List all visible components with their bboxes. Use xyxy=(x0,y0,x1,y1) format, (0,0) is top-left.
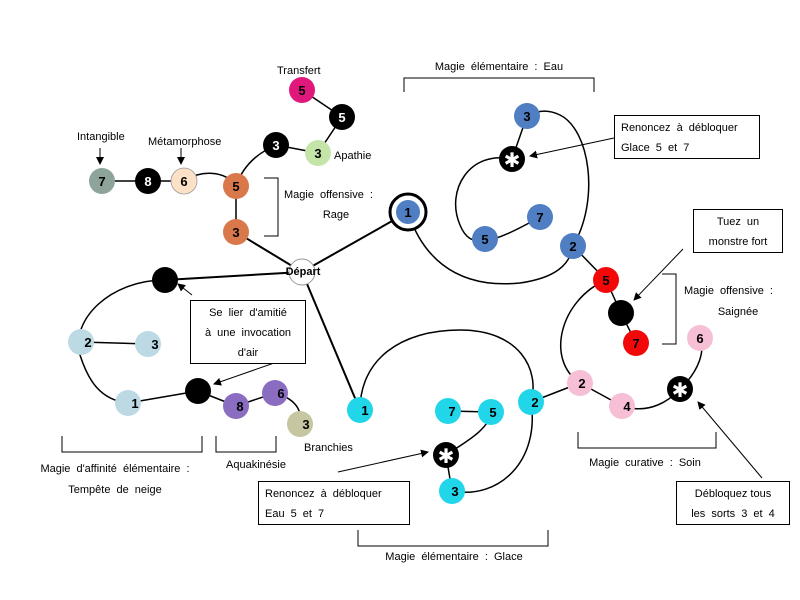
box-debloquez-sorts: Débloquez tous les sorts 3 et 4 xyxy=(676,481,790,525)
node-rage-3: 3 xyxy=(223,219,249,245)
node-3-black: 3 xyxy=(263,132,289,158)
node-eau-7: 7 xyxy=(527,204,553,230)
node-apathie-3: 3 xyxy=(305,140,331,166)
svg-text:8: 8 xyxy=(144,174,151,189)
skill-nodes: 5 5 3 3 7 8 6 5 3 Départ 1 3 ✱ 7 5 2 5 R… xyxy=(68,77,713,504)
group-brackets xyxy=(61,77,717,547)
label-apathie: Apathie xyxy=(334,150,371,162)
group-rage-line1: Magie offensive : xyxy=(284,189,373,201)
group-eau: Magie élémentaire : Eau xyxy=(435,61,563,73)
svg-text:5: 5 xyxy=(489,405,496,420)
svg-text:✱: ✱ xyxy=(438,446,455,468)
svg-text:7: 7 xyxy=(98,174,105,189)
node-soin-6: 6 xyxy=(687,325,713,351)
node-metamorphose-6: 6 xyxy=(170,167,198,195)
node-branchies-3: 3 xyxy=(287,411,313,437)
group-glace: Magie élémentaire : Glace xyxy=(385,551,522,563)
node-saignee-7: 7 xyxy=(623,330,649,356)
node-eau-3: 3 xyxy=(514,103,540,129)
node-tempete-rp: RP xyxy=(152,267,178,293)
svg-text:5: 5 xyxy=(232,179,239,194)
svg-text:✱: ✱ xyxy=(672,380,689,402)
node-tempete-1: 1 xyxy=(115,390,141,416)
skill-labels: Transfert Intangible Métamorphose Apathi… xyxy=(77,65,371,471)
node-soin-4: 4 xyxy=(609,393,635,419)
svg-text:7: 7 xyxy=(448,404,455,419)
svg-text:3: 3 xyxy=(314,146,321,161)
label-intangible: Intangible xyxy=(77,131,125,143)
group-tempete-line1: Magie d'affinité élémentaire : xyxy=(40,463,189,475)
label-branchies: Branchies xyxy=(304,442,353,454)
svg-text:1: 1 xyxy=(361,403,368,418)
svg-text:5: 5 xyxy=(298,83,305,98)
group-rage-line2: Rage xyxy=(323,209,349,221)
svg-text:3: 3 xyxy=(272,138,279,153)
svg-text:5: 5 xyxy=(602,273,609,288)
node-start-1: 1 xyxy=(388,192,428,232)
svg-text:3: 3 xyxy=(151,337,158,352)
node-eau-5: 5 xyxy=(472,226,498,252)
svg-text:7: 7 xyxy=(536,210,543,225)
svg-text:1: 1 xyxy=(404,205,411,220)
svg-text:2: 2 xyxy=(578,376,585,391)
node-saignee-5: 5 xyxy=(593,267,619,293)
node-soin-2: 2 xyxy=(567,370,593,396)
svg-text:5: 5 xyxy=(481,232,488,247)
group-saignee-line2: Saignée xyxy=(718,306,758,318)
group-saignee-line1: Magie offensive : xyxy=(684,285,773,297)
node-8-black: 8 xyxy=(135,168,161,194)
node-tempete-2: 2 xyxy=(68,329,94,355)
node-tempete-3: 3 xyxy=(135,331,161,357)
label-metamorphose: Métamorphose xyxy=(148,136,221,148)
node-glace-2: 2 xyxy=(518,389,544,415)
svg-text:2: 2 xyxy=(569,239,576,254)
node-glace-7: 7 xyxy=(435,398,461,424)
node-aqua-rp: RP xyxy=(185,378,211,404)
box-renoncez-glace: Renoncez à débloquer Glace 5 et 7 xyxy=(614,115,760,159)
node-glace-1: 1 xyxy=(347,397,373,423)
node-transfert-5: 5 xyxy=(289,77,315,103)
node-apathie-5: 5 xyxy=(329,104,355,130)
node-depart: Départ xyxy=(286,258,321,286)
svg-text:RP: RP xyxy=(613,308,628,320)
svg-text:7: 7 xyxy=(632,336,639,351)
svg-text:1: 1 xyxy=(131,396,138,411)
node-glace-5: 5 xyxy=(478,399,504,425)
node-eau-star: ✱ xyxy=(499,146,525,172)
label-aquakinesie: Aquakinésie xyxy=(226,459,286,471)
node-glace-star: ✱ xyxy=(433,442,459,468)
node-aqua-6: 6 xyxy=(262,380,288,406)
node-rage-5: 5 xyxy=(223,173,249,199)
svg-text:6: 6 xyxy=(696,331,703,346)
node-aqua-8: 8 xyxy=(223,393,249,419)
group-soin: Magie curative : Soin xyxy=(589,457,701,469)
node-intangible-7: 7 xyxy=(89,168,115,194)
svg-text:8: 8 xyxy=(236,399,243,414)
box-renoncez-eau: Renoncez à débloquer Eau 5 et 7 xyxy=(258,481,410,525)
svg-text:3: 3 xyxy=(523,109,530,124)
svg-text:RP: RP xyxy=(157,275,172,287)
group-labels: Magie élémentaire : Eau Magie offensive … xyxy=(40,61,773,563)
box-tuez-monstre: Tuez un monstre fort xyxy=(693,209,783,253)
group-tempete-line2: Tempête de neige xyxy=(68,484,161,496)
node-soin-star: ✱ xyxy=(667,376,693,402)
svg-text:RP: RP xyxy=(190,386,205,398)
svg-text:6: 6 xyxy=(180,174,187,189)
svg-text:Départ: Départ xyxy=(286,266,321,278)
svg-text:2: 2 xyxy=(84,335,91,350)
svg-text:4: 4 xyxy=(623,399,631,414)
node-glace-3: 3 xyxy=(439,478,465,504)
annotation-arrows xyxy=(96,137,763,479)
box-invocation-air: Se lier d'amitié à une invocation d'air xyxy=(190,300,306,364)
svg-text:3: 3 xyxy=(302,417,309,432)
svg-text:3: 3 xyxy=(232,225,239,240)
svg-text:6: 6 xyxy=(277,386,284,401)
node-saignee-rp: RP xyxy=(608,300,634,326)
svg-text:3: 3 xyxy=(451,484,458,499)
label-transfert: Transfert xyxy=(277,65,321,77)
svg-text:5: 5 xyxy=(338,110,345,125)
svg-text:✱: ✱ xyxy=(504,150,521,172)
node-eau-2: 2 xyxy=(560,233,586,259)
svg-text:2: 2 xyxy=(531,395,538,410)
